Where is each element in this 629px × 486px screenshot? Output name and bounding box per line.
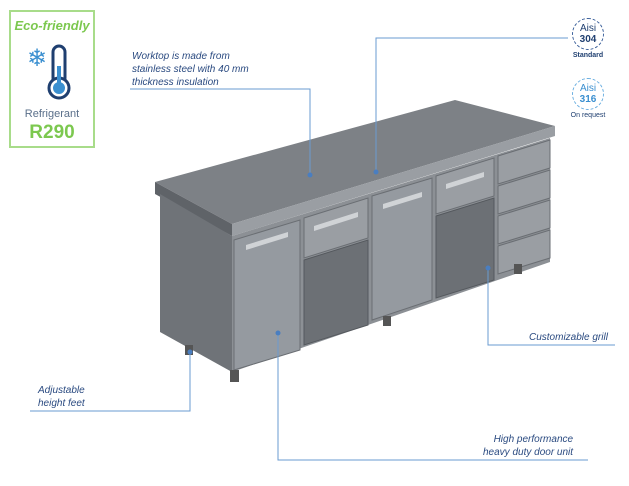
- aisi-304-badge: Aisi 304 Standard: [568, 18, 608, 59]
- grill: [303, 239, 369, 346]
- snowflake-thermometer-icon: ❄: [27, 44, 71, 100]
- refrigerant-label: Refrigerant: [24, 108, 80, 120]
- door-left: [233, 219, 301, 371]
- aisi-caption: Standard: [572, 52, 604, 59]
- drawer: [435, 157, 495, 215]
- aisi-316-badge: Aisi 316 On request: [564, 78, 612, 119]
- grill: [435, 197, 495, 299]
- door-middle: [371, 177, 433, 321]
- callout-text: heavy duty door unit: [483, 447, 574, 458]
- foot: [383, 316, 391, 326]
- callout-text: thickness insulation: [132, 77, 219, 88]
- side-panel: [160, 194, 232, 372]
- callout-text: stainless steel with 40 mm: [132, 64, 249, 75]
- callout-grill: Customizable grill: [529, 332, 608, 343]
- callout-text: High performance: [493, 434, 574, 445]
- aisi-grade: 316: [579, 94, 597, 105]
- callout-lines: [30, 37, 615, 461]
- foot: [514, 264, 522, 274]
- eco-friendly-badge: Eco-friendly ❄ Refrigerant R290: [9, 10, 95, 148]
- callout-text: Worktop is made from: [132, 51, 230, 62]
- aisi-label: Aisi: [579, 83, 597, 94]
- callout-text: Adjustable: [38, 385, 85, 396]
- refrigerant-value: R290: [29, 122, 75, 143]
- callout-worktop: Worktop is made from stainless steel wit…: [132, 50, 249, 89]
- callout-feet: Adjustable height feet: [38, 384, 85, 410]
- aisi-caption: On request: [570, 112, 606, 119]
- callout-door: High performance heavy duty door unit: [483, 433, 573, 459]
- callout-text: height feet: [38, 398, 85, 409]
- drawer: [303, 197, 369, 259]
- aisi-grade: 304: [579, 34, 597, 45]
- aisi-label: Aisi: [579, 23, 597, 34]
- badge-title: Eco-friendly: [14, 18, 90, 33]
- worktop: [155, 100, 555, 224]
- foot: [230, 370, 239, 382]
- svg-text:❄: ❄: [27, 45, 47, 72]
